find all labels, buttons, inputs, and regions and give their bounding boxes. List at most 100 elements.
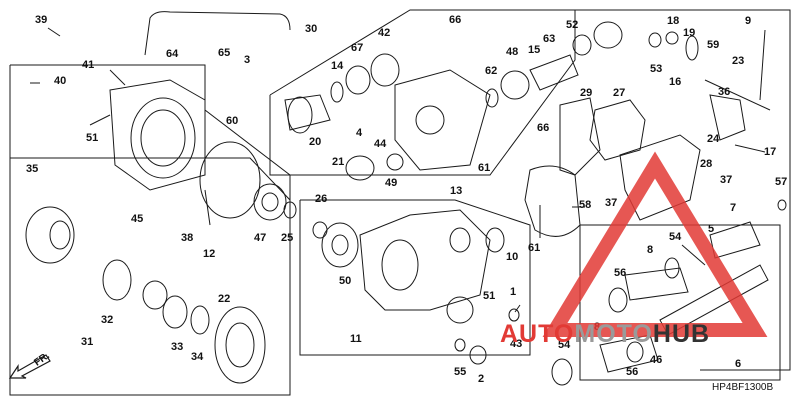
ring-63 <box>572 34 592 56</box>
callout-58: 58 <box>579 199 592 211</box>
seal-43 <box>508 308 520 322</box>
panel-outline-center <box>299 199 531 356</box>
diagram-code: HP4BF1300B <box>712 382 774 393</box>
callout-38: 38 <box>181 232 194 244</box>
callout-23: 23 <box>732 55 745 67</box>
callout-10: 10 <box>506 251 519 263</box>
panel-outline-top-center <box>269 9 576 176</box>
ring-19 <box>685 35 699 61</box>
gear-32 <box>102 259 132 301</box>
bearing-67 <box>345 65 371 95</box>
boot-8b <box>599 334 659 373</box>
callout-56b: 56 <box>626 366 639 378</box>
callout-62: 62 <box>485 65 498 77</box>
seal-26 <box>312 221 328 239</box>
boot-8a <box>624 267 689 301</box>
leader-line <box>204 189 211 226</box>
bearing-31 <box>142 280 168 310</box>
callout-45: 45 <box>131 213 144 225</box>
callout-46: 46 <box>650 354 663 366</box>
washer-14 <box>330 81 344 103</box>
ring-56a <box>608 287 628 313</box>
shaft-15 <box>529 54 579 91</box>
callout-36: 36 <box>718 86 731 98</box>
callout-55: 55 <box>454 366 467 378</box>
arrow-icon <box>8 354 51 379</box>
callout-13: 13 <box>450 185 463 197</box>
ring-56b <box>626 341 644 363</box>
spring-5 <box>681 244 706 266</box>
shim-34 <box>190 305 210 335</box>
bearing-52 <box>593 21 623 49</box>
leader-line <box>109 69 126 86</box>
leader-line <box>89 114 111 126</box>
callout-42: 42 <box>378 27 391 39</box>
actuator-28 <box>619 134 701 221</box>
watermark-logo <box>540 150 770 350</box>
callout-15: 15 <box>528 44 541 56</box>
o-ring-60 <box>199 141 261 219</box>
callout-5: 5 <box>708 223 715 235</box>
front-direction-arrow <box>8 352 52 380</box>
callout-3: 3 <box>244 54 251 66</box>
watermark-text-hub: HUB <box>652 320 711 348</box>
housing-left-shape <box>109 79 206 191</box>
callout-35: 35 <box>26 163 39 175</box>
collar-18 <box>665 31 679 45</box>
cover-27 <box>589 99 646 161</box>
shaft-23 <box>704 79 771 111</box>
callout-50: 50 <box>339 275 352 287</box>
case-13-shape <box>394 69 491 171</box>
bearing-50 <box>321 222 359 268</box>
callout-67: 67 <box>351 42 364 54</box>
triangle-logo-icon <box>542 151 768 337</box>
callout-14: 14 <box>331 60 344 72</box>
callout-37b: 37 <box>605 197 618 209</box>
pinion-20 <box>284 94 331 134</box>
callout-31: 31 <box>81 336 94 348</box>
callout-47: 47 <box>254 232 267 244</box>
fork-24 <box>709 94 746 141</box>
bearing-47 <box>253 183 287 221</box>
bearing-51b <box>446 296 474 324</box>
callout-51: 51 <box>86 132 99 144</box>
ring-54a <box>664 257 680 279</box>
callout-22: 22 <box>218 293 231 305</box>
callout-41: 41 <box>82 59 95 71</box>
callout-7: 7 <box>730 202 737 214</box>
callout-12: 12 <box>203 248 216 260</box>
callout-66a: 66 <box>449 14 462 26</box>
callout-53: 53 <box>650 63 663 75</box>
washer-57 <box>777 199 787 211</box>
callout-39: 39 <box>35 14 48 26</box>
callout-34: 34 <box>191 351 204 363</box>
ring-54b <box>551 358 573 386</box>
callout-66b: 66 <box>537 122 550 134</box>
callout-16: 16 <box>669 76 682 88</box>
callout-44: 44 <box>374 138 387 150</box>
panel-outline-left <box>9 64 291 396</box>
ring-62 <box>485 88 499 108</box>
plug-2 <box>469 345 487 365</box>
callout-18: 18 <box>667 15 680 27</box>
gear-21 <box>345 155 375 181</box>
callout-28: 28 <box>700 158 713 170</box>
callout-37a: 37 <box>720 174 733 186</box>
leader-line <box>514 304 521 313</box>
callout-51b: 51 <box>483 290 496 302</box>
callout-29: 29 <box>580 87 593 99</box>
breather-hose-30 <box>144 11 291 56</box>
callout-56a: 56 <box>614 267 627 279</box>
leader-line <box>759 29 766 101</box>
callout-52: 52 <box>566 19 579 31</box>
callout-21: 21 <box>332 156 345 168</box>
callout-9: 9 <box>745 15 752 27</box>
callout-61a: 61 <box>478 162 491 174</box>
callout-20: 20 <box>309 136 322 148</box>
callout-11: 11 <box>350 333 362 345</box>
callout-59: 59 <box>707 39 720 51</box>
callout-60: 60 <box>226 115 239 127</box>
panel-outline-bottom-left <box>10 157 291 395</box>
